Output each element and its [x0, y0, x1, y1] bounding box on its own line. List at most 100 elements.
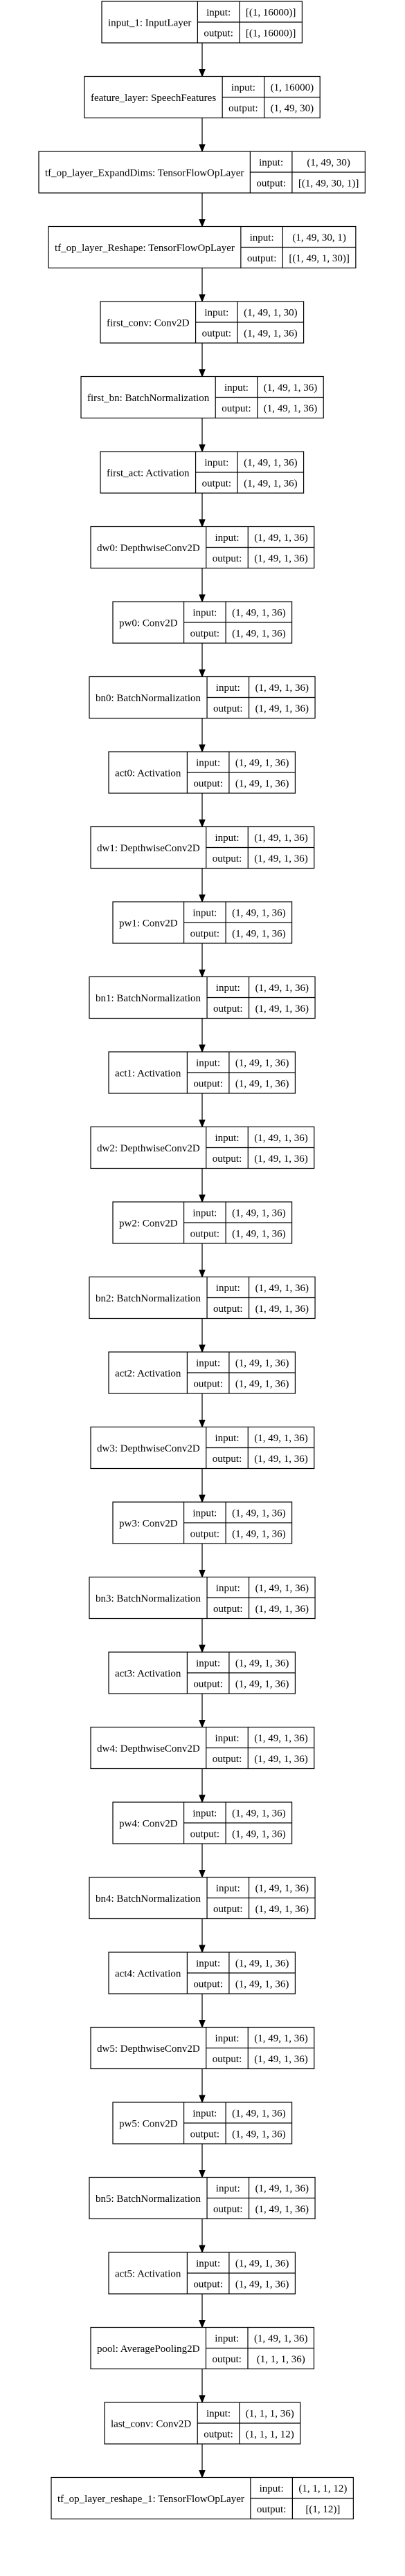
layer-name: act5: Activation [115, 2268, 181, 2279]
arrowhead [199, 1945, 206, 1954]
output-shape: [(1, 49, 1, 30)] [289, 253, 349, 264]
layer-name: first_conv: Conv2D [107, 317, 190, 328]
edge-arrow [199, 1844, 206, 1878]
input-shape: (1, 49, 1, 36) [254, 2333, 308, 2344]
layer-name: feature_layer: SpeechFeatures [91, 93, 216, 104]
input-shape: (1, 49, 1, 36) [255, 1883, 309, 1894]
output-shape: [(1, 12)] [305, 2504, 340, 2515]
edge-arrow [199, 493, 206, 528]
input-shape: (1, 16000) [271, 82, 314, 93]
input-label: input: [215, 532, 240, 544]
output-shape: (1, 49, 1, 36) [264, 403, 318, 414]
input-shape: (1, 49, 1, 36) [232, 1508, 286, 1519]
output-shape: (1, 49, 1, 36) [254, 1754, 308, 1765]
input-shape: (1, 49, 1, 36) [232, 2108, 286, 2119]
arrowhead [199, 144, 206, 153]
edge-arrow [199, 1468, 206, 1503]
input-label: input: [196, 1358, 220, 1369]
input-label: input: [215, 833, 240, 844]
layer-name: last_conv: Conv2D [111, 2418, 191, 2429]
output-label: output: [202, 478, 232, 489]
edge-arrow [199, 793, 206, 828]
layer-name: first_act: Activation [107, 467, 190, 479]
input-shape: (1, 49, 1, 36) [235, 1958, 289, 1969]
layer-node: bn4: BatchNormalizationinput:output:(1, … [89, 1876, 316, 1920]
arrowhead [199, 519, 206, 528]
input-shape: (1, 49, 30, 1) [292, 232, 346, 243]
output-label: output: [213, 1604, 243, 1615]
input-label: input: [204, 457, 228, 468]
layer-node: tf_op_layer_reshape_1: TensorFlowOpLayer… [51, 2476, 354, 2520]
arrowhead [199, 669, 206, 678]
input-label: input: [215, 2033, 240, 2044]
output-shape: (1, 49, 1, 36) [255, 1904, 309, 1915]
output-label: output: [193, 1078, 223, 1089]
output-label: output: [213, 853, 242, 864]
edge-arrow [199, 1243, 206, 1278]
edge-arrow [199, 568, 206, 603]
input-label: input: [231, 82, 255, 93]
layer-name: bn4: BatchNormalization [96, 1893, 201, 1905]
input-label: input: [216, 2183, 240, 2194]
input-shape: (1, 49, 1, 36) [264, 382, 318, 393]
input-shape: (1, 49, 1, 36) [254, 1433, 308, 1444]
layer-name: dw1: DepthwiseConv2D [97, 843, 200, 854]
output-shape: (1, 49, 1, 36) [235, 2279, 289, 2290]
input-shape: (1, 49, 1, 30) [244, 307, 298, 318]
output-label: output: [193, 1979, 223, 1990]
layer-name: pw0: Conv2D [119, 618, 178, 629]
input-label: input: [196, 1057, 220, 1068]
output-label: output: [190, 2129, 220, 2140]
input-label: input: [206, 2408, 231, 2419]
input-shape: (1, 49, 1, 36) [255, 1583, 309, 1594]
output-label: output: [256, 178, 286, 189]
arrowhead [199, 219, 206, 228]
layer-node: tf_op_layer_ExpandDims: TensorFlowOpLaye… [38, 151, 366, 194]
layer-name: tf_op_layer_reshape_1: TensorFlowOpLayer [57, 2494, 244, 2505]
arrowhead [199, 444, 206, 453]
input-shape: (1, 49, 1, 36) [232, 1808, 286, 1819]
edge-arrow [199, 718, 206, 753]
input-label: input: [215, 1433, 240, 1444]
output-shape: (1, 49, 1, 36) [254, 553, 308, 564]
output-label: output: [228, 103, 258, 114]
input-label: input: [260, 2483, 284, 2494]
input-shape: (1, 49, 1, 36) [254, 833, 308, 844]
input-shape: (1, 49, 1, 36) [255, 1283, 309, 1294]
output-label: output: [247, 253, 277, 264]
output-shape: (1, 1, 1, 12) [246, 2429, 294, 2440]
output-label: output: [204, 28, 233, 39]
input-shape: [(1, 16000)] [246, 7, 296, 18]
edge-arrow [199, 2444, 206, 2478]
input-label: input: [215, 2333, 239, 2344]
layer-name: pw4: Conv2D [119, 1818, 178, 1829]
layer-node: bn1: BatchNormalizationinput:output:(1, … [89, 976, 316, 1019]
output-shape: (1, 49, 1, 36) [254, 1153, 308, 1165]
output-shape: (1, 49, 1, 36) [232, 1528, 286, 1539]
layer-node: dw1: DepthwiseConv2D input: output: (1, 49,… [90, 826, 315, 869]
arrowhead [199, 2170, 206, 2178]
arrowhead [199, 1494, 206, 1503]
output-shape: (1, 49, 1, 36) [255, 1003, 309, 1014]
output-shape: (1, 49, 1, 36) [232, 1228, 286, 1239]
arrowhead [199, 894, 206, 903]
layer-name: pw2: Conv2D [119, 1218, 178, 1229]
output-shape: (1, 49, 30) [271, 103, 314, 114]
output-label: output: [213, 553, 242, 564]
layer-name: bn0: BatchNormalization [96, 693, 201, 704]
edge-arrow [199, 1168, 206, 1203]
layer-name: bn3: BatchNormalization [96, 1593, 201, 1604]
input-shape: (1, 49, 1, 36) [255, 2183, 309, 2194]
input-label: input: [196, 1958, 220, 1969]
edges-group [199, 43, 206, 2478]
arrowhead [199, 744, 206, 753]
